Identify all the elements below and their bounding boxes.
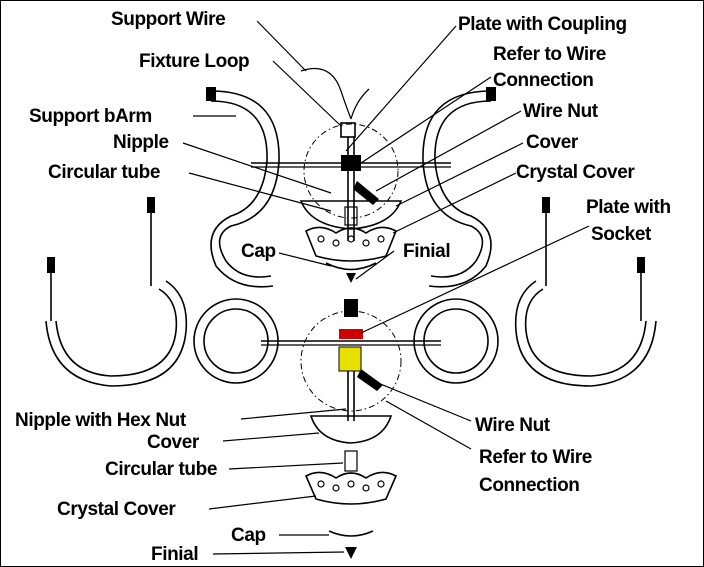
support-arm-right <box>422 90 492 278</box>
label-plate-with-coupling: Plate with Coupling <box>458 14 627 35</box>
label-wire-nut-top: Wire Nut <box>523 101 599 122</box>
label-circular-tube-bottom: Circular tube <box>105 459 217 480</box>
cover-bottom <box>309 415 393 444</box>
label-circular-tube-top: Circular tube <box>48 162 160 183</box>
fixture-loop <box>340 122 356 138</box>
crystal-cover-top <box>304 226 398 262</box>
label-support-arm: Support bArm <box>29 106 152 127</box>
finial-bottom <box>345 547 357 559</box>
label-nipple: Nipple <box>113 132 169 153</box>
label-cap-bottom: Cap <box>231 525 266 546</box>
candle-arm-right <box>514 280 657 387</box>
label-refer-wire-top-2: Connection <box>493 70 594 91</box>
label-refer-wire-bottom-2: Connection <box>479 475 580 496</box>
label-plate-with-socket-2: Socket <box>591 224 652 245</box>
leader-lines <box>182 20 590 555</box>
crystal-cover-bottom <box>304 471 398 505</box>
label-support-wire: Support Wire <box>111 9 225 30</box>
cover-top <box>299 200 403 230</box>
support-arm-left <box>210 90 280 278</box>
circular-tube-bottom <box>344 450 358 472</box>
wire-highlight <box>338 346 362 372</box>
wire-nut-bottom <box>357 369 383 391</box>
label-wire-nut-bottom: Wire Nut <box>475 415 551 436</box>
socket-plate-red <box>339 329 363 339</box>
label-refer-wire-bottom-1: Refer to Wire <box>479 447 592 468</box>
detail-circle-top <box>303 123 399 219</box>
socket-top-block <box>344 299 358 317</box>
label-fixture-loop: Fixture Loop <box>139 51 249 72</box>
label-nipple-hex-nut: Nipple with Hex Nut <box>15 410 187 431</box>
finial-top-shape <box>346 273 356 283</box>
cap-top-shape <box>325 262 377 271</box>
label-cap-top: Cap <box>241 241 276 262</box>
label-plate-with-socket-1: Plate with <box>586 197 671 218</box>
label-cover-top: Cover <box>526 132 579 153</box>
label-finial-top: Finial <box>403 241 450 262</box>
wire-nut-top <box>353 181 379 205</box>
label-refer-wire-top-1: Refer to Wire <box>493 44 606 65</box>
label-crystal-cover-bottom: Crystal Cover <box>57 499 176 520</box>
label-finial-bottom: Finial <box>151 544 198 565</box>
cap-bottom <box>328 530 374 537</box>
candle-arm-left <box>45 280 188 387</box>
support-wire <box>300 67 370 120</box>
label-crystal-cover-top: Crystal Cover <box>516 162 635 183</box>
detail-circle-bottom <box>300 310 402 412</box>
label-cover-bottom: Cover <box>147 432 200 453</box>
